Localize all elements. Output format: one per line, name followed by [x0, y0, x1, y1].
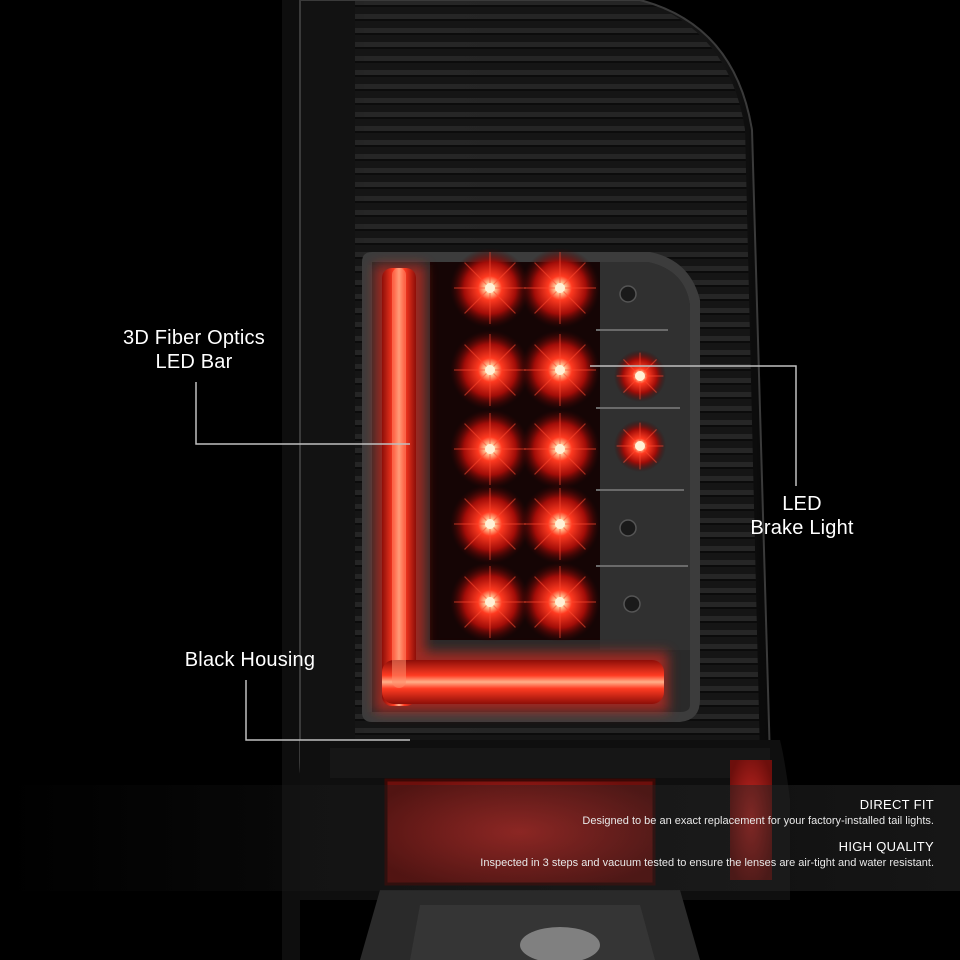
- led-bulb: [614, 420, 666, 472]
- led-bulb: [520, 409, 600, 489]
- unlit-led-bulb: [619, 519, 637, 537]
- brake-label-line2: Brake Light: [750, 517, 854, 539]
- led-brake-light-array: [450, 248, 666, 642]
- feature-title: HIGH QUALITY: [838, 839, 934, 854]
- unlit-led-bulb: [619, 285, 637, 303]
- led-bulb: [450, 330, 530, 410]
- brake-label-line1: LED: [782, 493, 822, 515]
- callout-fiber-optics-label: 3D Fiber Optics LED Bar: [118, 326, 270, 374]
- callout-lines: [195, 365, 797, 741]
- feature-title: DIRECT FIT: [859, 797, 934, 812]
- fiber-optic-led-bar: [375, 265, 668, 712]
- callout-brake-light-label: LED Brake Light: [742, 492, 862, 540]
- led-bulb: [520, 330, 600, 410]
- led-bulb: [614, 350, 666, 402]
- callout-line-housing: [245, 680, 410, 741]
- led-bulb: [520, 248, 600, 328]
- fiber-label-line1: 3D Fiber Optics: [123, 327, 265, 349]
- feature-info-band: DIRECT FIT Designed to be an exact repla…: [0, 785, 960, 891]
- housing-label-line1: Black Housing: [184, 649, 316, 671]
- callout-line-fiber: [195, 382, 410, 445]
- unlit-led-bulb: [623, 595, 641, 613]
- led-bulb: [520, 562, 600, 642]
- callout-black-housing-label: Black Housing: [176, 648, 324, 672]
- feature-high-quality: HIGH QUALITY Inspected in 3 steps and va…: [480, 839, 934, 870]
- led-bulb: [450, 484, 530, 564]
- led-bulb: [450, 562, 530, 642]
- led-bulb: [450, 409, 530, 489]
- callout-line-brake: [590, 365, 797, 486]
- led-lamp-assembly: [362, 252, 700, 722]
- led-bulb: [520, 484, 600, 564]
- led-bulb: [450, 248, 530, 328]
- feature-text: Inspected in 3 steps and vacuum tested t…: [480, 857, 934, 869]
- fiber-label-line2: LED Bar: [155, 351, 233, 373]
- feature-text: Designed to be an exact replacement for …: [582, 815, 934, 827]
- feature-direct-fit: DIRECT FIT Designed to be an exact repla…: [582, 797, 934, 828]
